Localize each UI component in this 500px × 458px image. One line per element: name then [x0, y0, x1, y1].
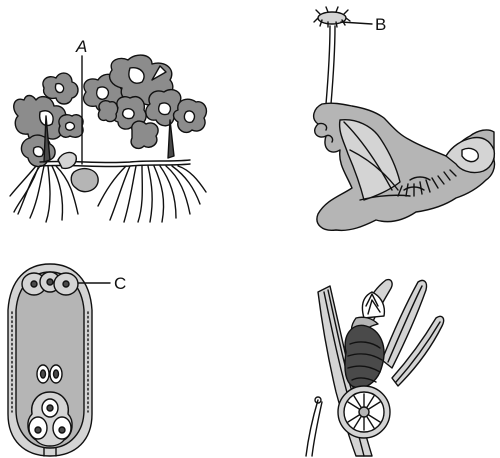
label-b: B [375, 15, 386, 34]
label-a: A [75, 37, 87, 56]
antipodal-cells [22, 272, 78, 295]
receptacle [314, 7, 350, 27]
panel-bottom-right-stem [306, 280, 444, 456]
stalk [326, 26, 330, 104]
sporangium [345, 325, 384, 387]
panel-top-left-plant: A [10, 37, 206, 222]
right-plant-leaves [84, 55, 207, 158]
label-b-pointer [341, 22, 372, 24]
panel-bottom-left-ovule: C [8, 264, 126, 456]
strobilus-section [338, 386, 390, 438]
panel-top-right-thallus: B [314, 7, 495, 230]
rhizoids [10, 166, 206, 222]
label-c: C [114, 274, 126, 293]
runner-bud [71, 169, 98, 192]
